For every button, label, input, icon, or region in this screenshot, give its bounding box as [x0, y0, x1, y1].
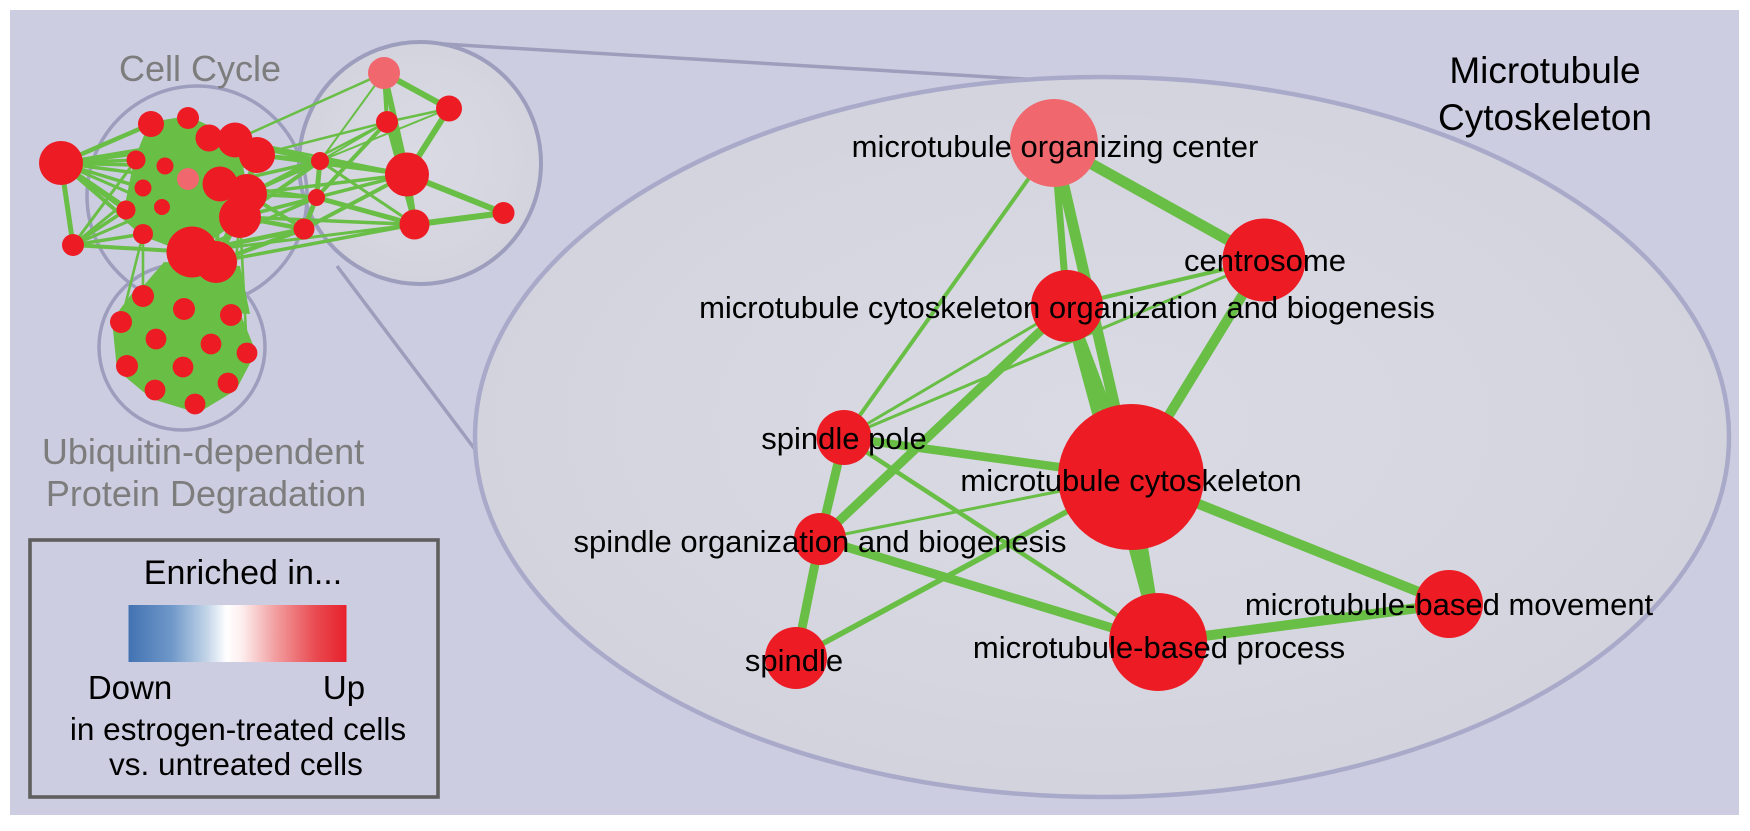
svg-text:Ubiquitin-dependent: Ubiquitin-dependent	[42, 431, 364, 472]
svg-text:Cytoskeleton: Cytoskeleton	[1438, 97, 1652, 138]
svg-text:Down: Down	[88, 669, 172, 706]
svg-text:Up: Up	[323, 669, 365, 706]
svg-text:microtubule-based process: microtubule-based process	[973, 630, 1345, 665]
svg-text:microtubule-based movement: microtubule-based movement	[1245, 587, 1654, 622]
svg-text:spindle: spindle	[745, 643, 843, 678]
svg-text:vs. untreated cells: vs. untreated cells	[109, 746, 363, 782]
svg-text:centrosome: centrosome	[1184, 243, 1346, 278]
svg-text:microtubule cytoskeleton: microtubule cytoskeleton	[960, 463, 1301, 498]
svg-text:microtubule organizing center: microtubule organizing center	[852, 129, 1259, 164]
svg-text:Cell Cycle: Cell Cycle	[119, 48, 281, 89]
svg-text:spindle pole: spindle pole	[761, 421, 926, 456]
svg-text:Enriched in...: Enriched in...	[144, 554, 342, 592]
svg-text:microtubule cytoskeleton organ: microtubule cytoskeleton organization an…	[699, 290, 1435, 325]
svg-text:spindle organization and bioge: spindle organization and biogenesis	[574, 524, 1067, 559]
svg-text:in estrogen-treated cells: in estrogen-treated cells	[70, 711, 406, 747]
svg-text:Protein Degradation: Protein Degradation	[46, 473, 366, 514]
svg-text:Microtubule: Microtubule	[1449, 50, 1640, 91]
